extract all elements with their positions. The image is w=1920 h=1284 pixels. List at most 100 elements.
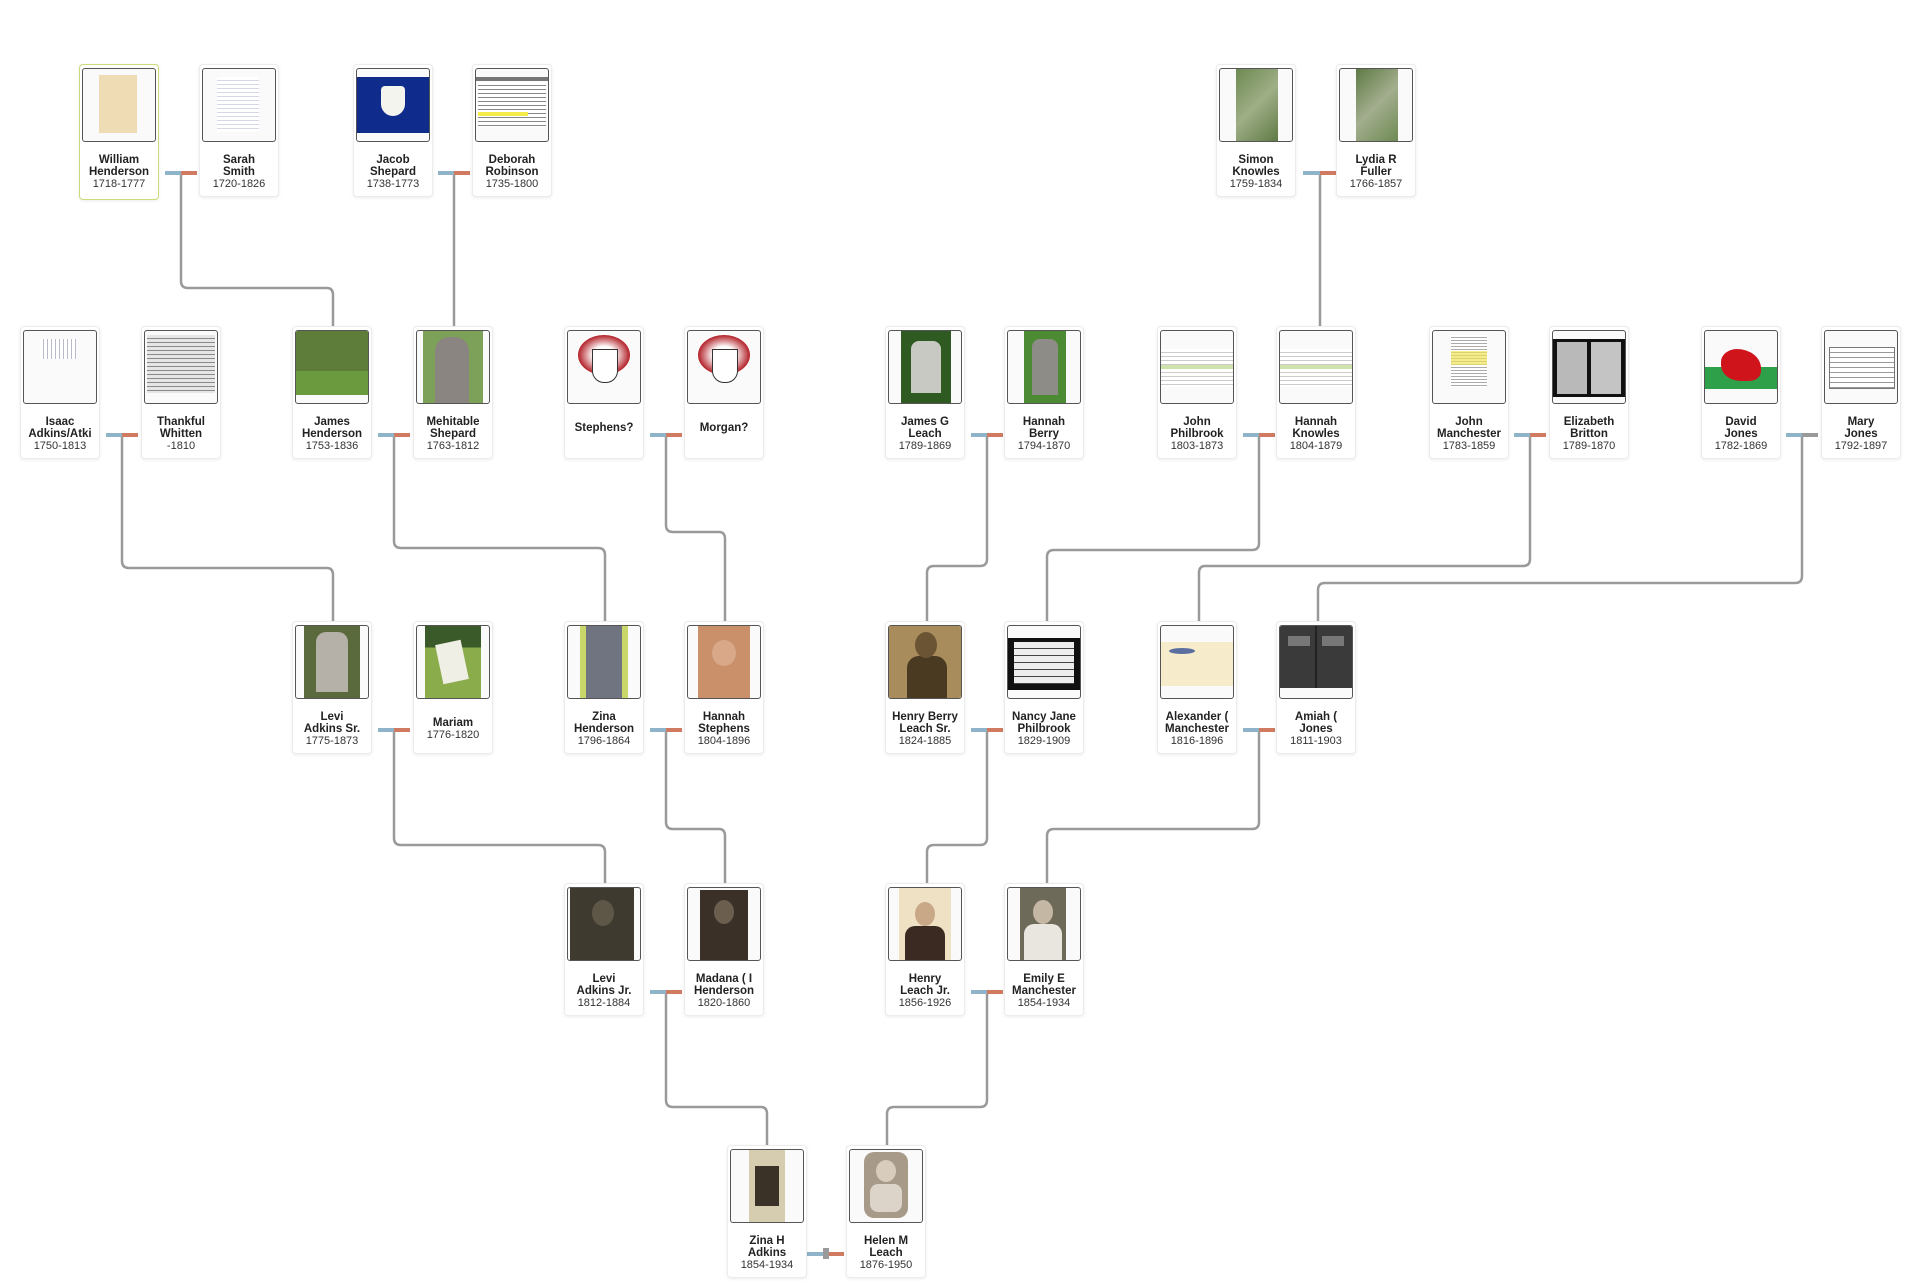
photo-sepia-portrait (687, 625, 761, 699)
person-dates: 1738-1773 (366, 178, 420, 190)
photo-tintype-woman (687, 887, 761, 961)
photo-document-white (23, 330, 97, 404)
photo-child-portrait (849, 1149, 923, 1223)
person-dates: 1782-1869 (1714, 440, 1768, 452)
photo-coat-of-arms (567, 330, 641, 404)
person-dates: 1776-1820 (426, 729, 480, 741)
person-dates: 1824-1885 (898, 735, 952, 747)
person-dates: 1775-1873 (305, 735, 359, 747)
person-name: Alexander (Manchester (1165, 711, 1229, 735)
person-dates: 1753-1836 (305, 440, 359, 452)
photo-wales-flag (1704, 330, 1778, 404)
person-dates: 1804-1879 (1289, 440, 1343, 452)
person-dates: 1783-1859 (1442, 440, 1496, 452)
person-dates: 1803-1873 (1170, 440, 1224, 452)
photo-gravestone-forest (1219, 68, 1293, 142)
person-name: Amiah (Jones (1294, 711, 1338, 735)
person-name: Stephens? (574, 422, 634, 434)
person-dates: 1796-1864 (577, 735, 631, 747)
photo-handwritten-page (144, 330, 218, 404)
person-card-mariam[interactable]: Mariam 1776-1820 (413, 621, 493, 754)
person-card-stephens[interactable]: Stephens? (564, 326, 644, 459)
person-card-morgan[interactable]: Morgan? (684, 326, 764, 459)
person-name: Mariam (432, 717, 474, 729)
person-dates: 1829-1909 (1017, 735, 1071, 747)
photo-gravestone (416, 330, 490, 404)
person-dates: 1812-1884 (577, 997, 631, 1009)
photo-gravestone-grass (888, 330, 962, 404)
photo-record-highlighted (475, 68, 549, 142)
person-dates: 1759-1834 (1229, 178, 1283, 190)
photo-seated-man (730, 1149, 804, 1223)
person-dates: 1750-1813 (33, 440, 87, 452)
person-dates: 1794-1870 (1017, 440, 1071, 452)
person-name: Morgan? (699, 422, 749, 434)
photo-document-white (202, 68, 276, 142)
person-dates: 1816-1896 (1170, 735, 1224, 747)
person-dates: 1811-1903 (1290, 735, 1342, 747)
person-dates: 1792-1897 (1834, 440, 1888, 452)
person-dates: 1789-1869 (898, 440, 952, 452)
photo-envelope (1160, 625, 1234, 699)
person-dates: 1718-1777 (92, 178, 146, 190)
person-card-amiah-jones[interactable]: Amiah (Jones 1811-1903 (1276, 621, 1356, 754)
person-dates: 1876-1950 (859, 1259, 913, 1271)
person-dates: 1735-1800 (485, 178, 539, 190)
person-dates: 1720-1826 (212, 178, 266, 190)
person-dates: 1804-1896 (697, 735, 751, 747)
person-card-alexander-manchester[interactable]: Alexander (Manchester 1816-1896 (1157, 621, 1237, 754)
photo-index-card (1007, 625, 1081, 699)
